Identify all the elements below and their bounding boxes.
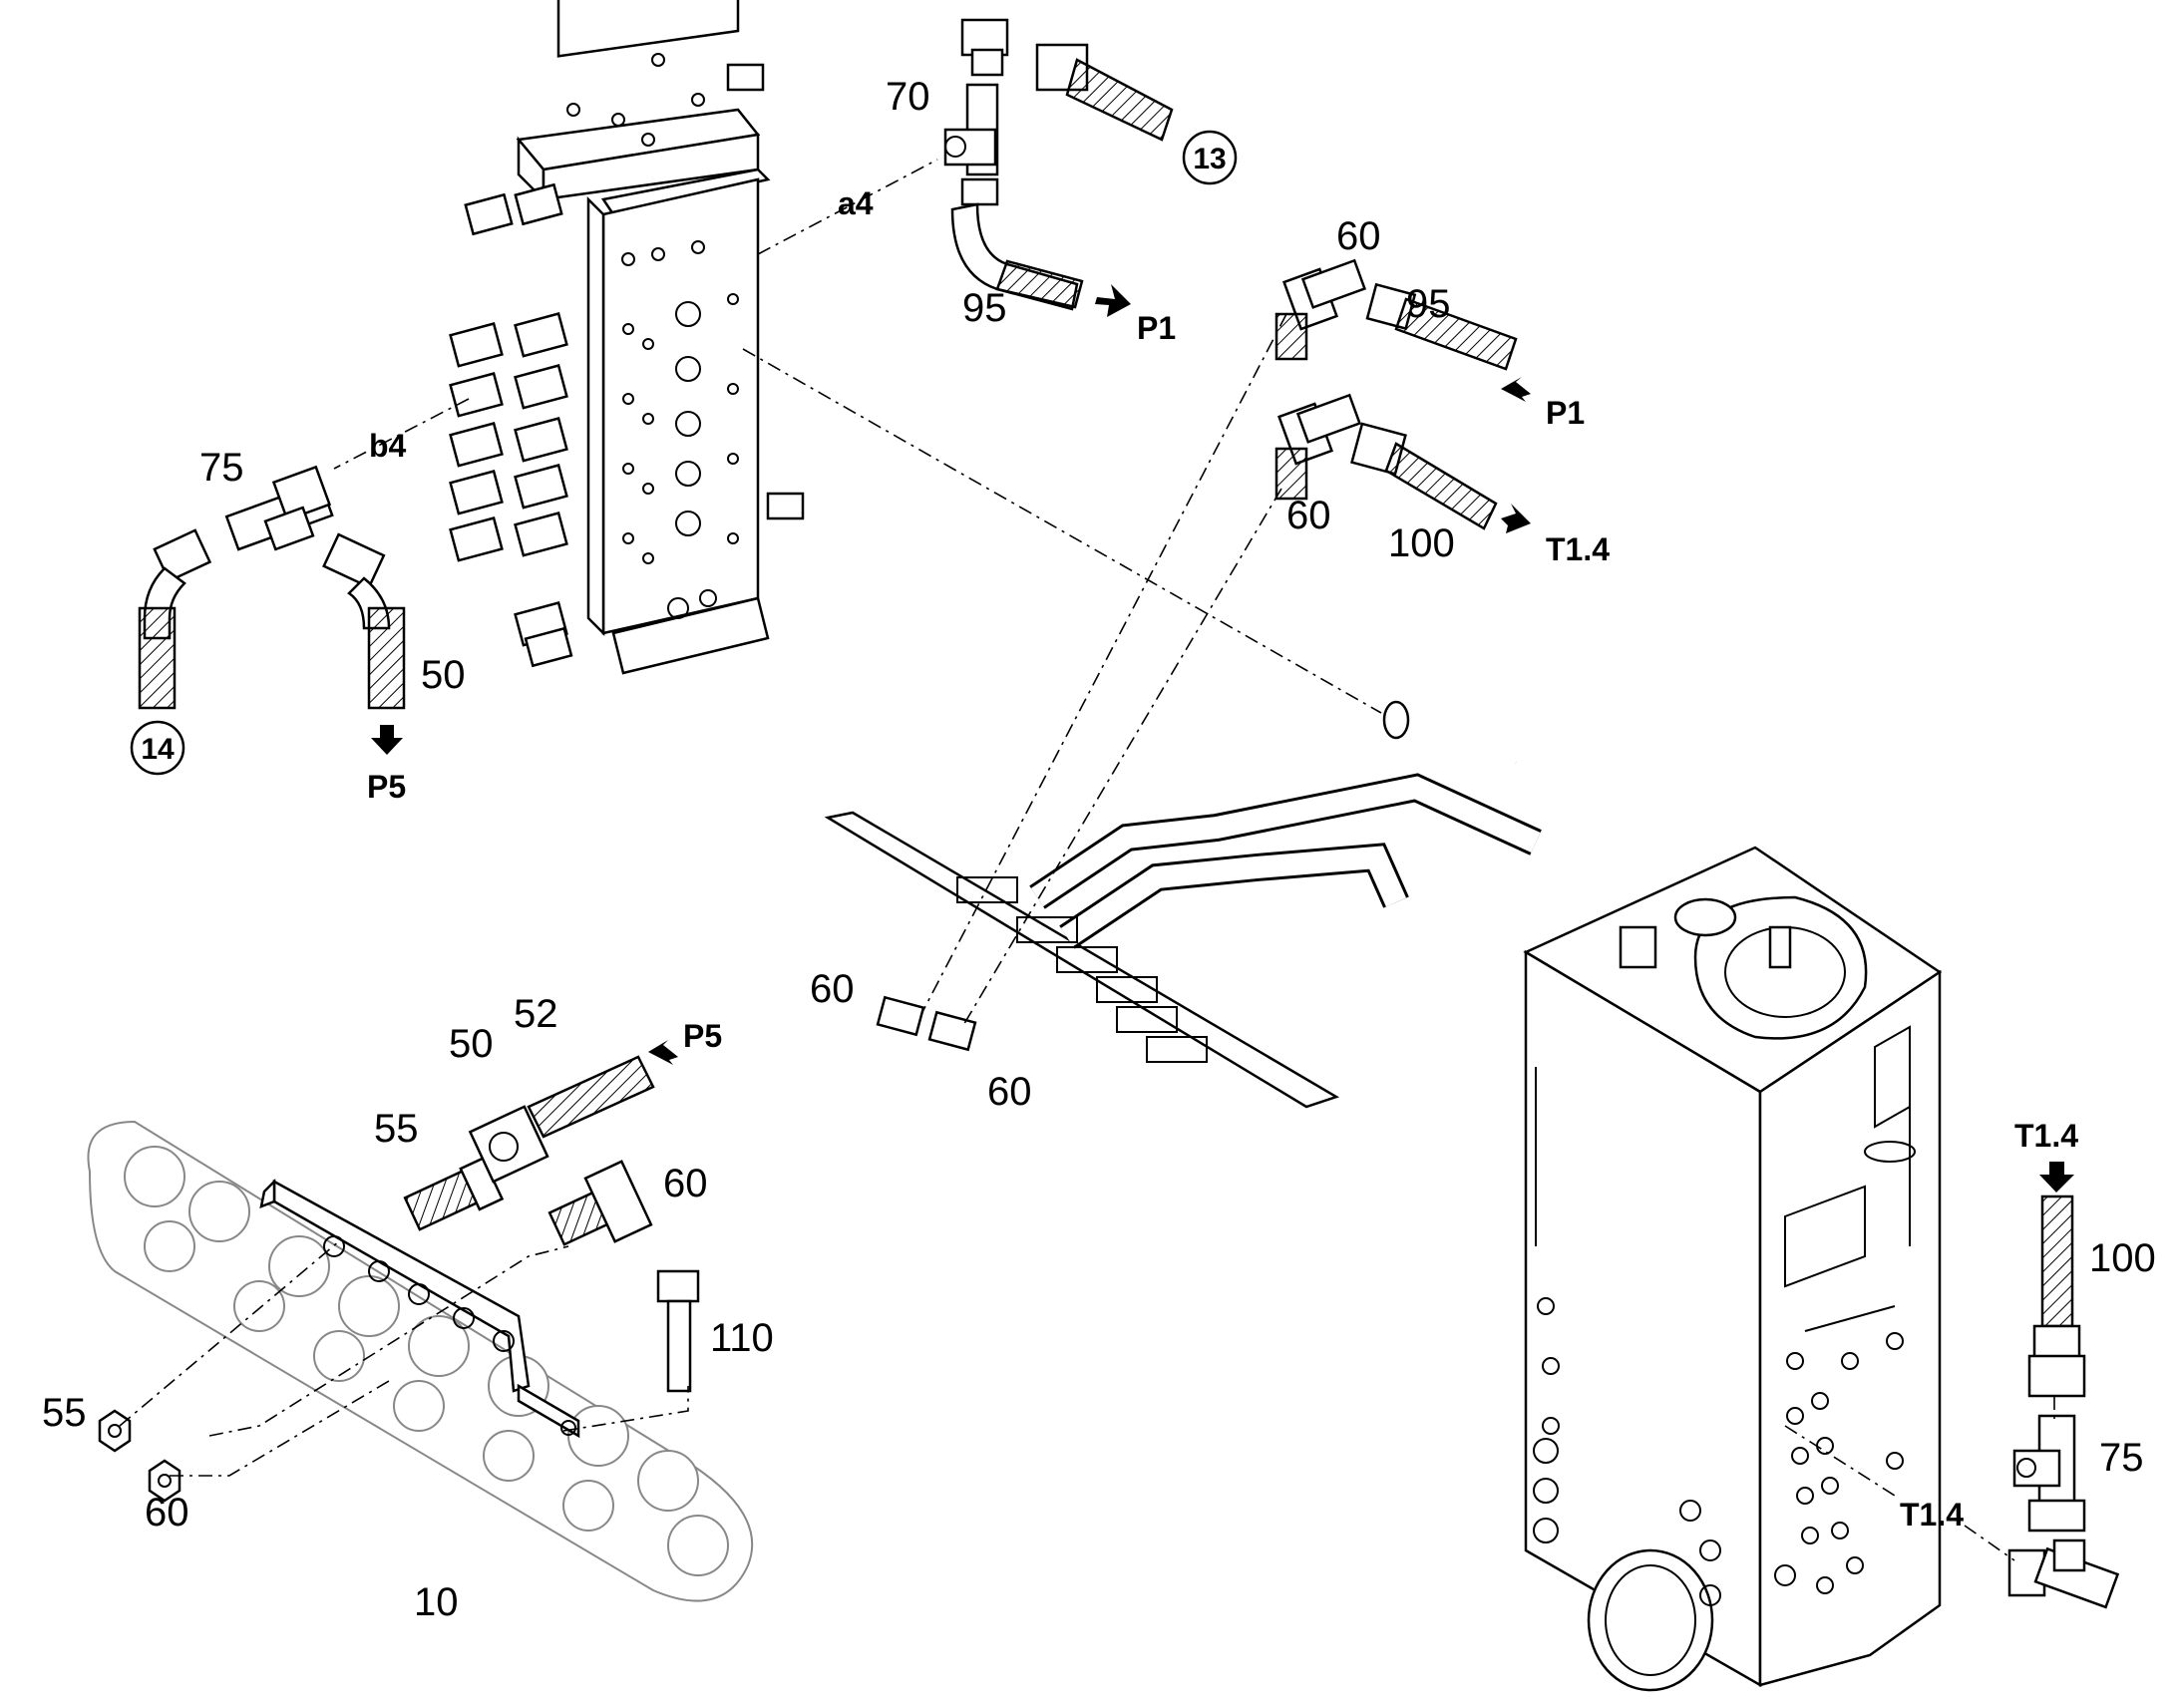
hose-95-top [950, 177, 1084, 311]
label-p1-top: P1 [1137, 310, 1176, 346]
hose-52 [527, 1055, 655, 1139]
label-a4: a4 [838, 185, 874, 221]
arrow-p5-center [648, 1040, 678, 1065]
label-95-top: 95 [962, 286, 1007, 330]
label-110: 110 [710, 1316, 774, 1360]
arrow-t14-tank [2039, 1162, 2074, 1193]
label-p5-left: P5 [367, 769, 406, 805]
leader-lines [119, 159, 2055, 1561]
hose-13 [1035, 43, 1174, 142]
hose-100-right-lower [2027, 1195, 2086, 1398]
tee-fitting-75-right [2012, 1414, 2086, 1533]
nut-50 [468, 1105, 549, 1184]
label-b4: b4 [369, 428, 407, 464]
callout-circle-13 [1182, 130, 1238, 185]
label-55-upper: 55 [374, 1107, 419, 1151]
hydraulic-tank [1523, 846, 1943, 1692]
label-13: 13 [1193, 143, 1226, 175]
label-t14-tank-top: T1.4 [2014, 1118, 2078, 1154]
label-55-lower: 55 [42, 1391, 87, 1435]
flange-plate-ghost [87, 1120, 754, 1602]
label-60-elbow: 60 [663, 1162, 708, 1205]
elbow-60-lower [1274, 393, 1362, 501]
control-valve-block [449, 0, 805, 675]
label-60-lower: 60 [1286, 494, 1331, 537]
arrow-t14-right [1501, 504, 1531, 533]
arrow-p1-top [1095, 284, 1131, 317]
hose-14 [138, 528, 212, 710]
label-p5-center: P5 [683, 1018, 722, 1054]
label-14: 14 [141, 733, 175, 766]
label-t14-right: T1.4 [1546, 531, 1610, 567]
flow-arrows [371, 284, 2074, 1193]
label-75-right: 75 [2099, 1436, 2144, 1480]
hose-50-left [322, 532, 406, 710]
arrow-p5-left [371, 725, 403, 755]
callout-labels: 70 13 a4 95 P1 60 95 P1 60 100 T1.4 75 b… [42, 75, 2156, 1624]
label-95-right: 95 [1406, 282, 1451, 326]
label-50-center: 50 [449, 1022, 494, 1066]
tee-fitting-75-left [224, 465, 334, 551]
label-60-plug-left: 60 [810, 967, 855, 1011]
label-52: 52 [514, 992, 558, 1036]
nut-55-lower [98, 1409, 132, 1453]
label-p1-right: P1 [1546, 395, 1585, 431]
label-75-left: 75 [199, 446, 244, 490]
label-50-left: 50 [421, 653, 466, 697]
label-70: 70 [886, 75, 930, 119]
pipe-assembly [824, 700, 1542, 1109]
elbow-60-lower-left [547, 1160, 653, 1246]
plug-60-pair [876, 995, 977, 1052]
elbow-60-upper [1274, 258, 1367, 361]
label-10: 10 [414, 1580, 459, 1624]
hose-100-right [1350, 422, 1498, 530]
connector-55-upper [403, 1156, 505, 1231]
label-60-upper: 60 [1336, 214, 1381, 258]
bracket-10 [259, 1178, 580, 1439]
label-60-nut: 60 [145, 1491, 189, 1535]
label-60-plug-right: 60 [987, 1070, 1032, 1114]
hose-95-right [1365, 282, 1518, 371]
label-100-tank: 100 [2089, 1236, 2156, 1280]
tee-fitting-70 [943, 18, 1009, 176]
callout-circle-14 [130, 720, 185, 776]
bolt-110 [656, 1269, 700, 1393]
label-t14-tank-side: T1.4 [1900, 1497, 1964, 1533]
tee-fitting-lower-right [2007, 1538, 2120, 1609]
arrow-p1-right [1501, 377, 1531, 402]
nut-60-lower [148, 1459, 182, 1503]
label-100-right: 100 [1388, 521, 1455, 565]
